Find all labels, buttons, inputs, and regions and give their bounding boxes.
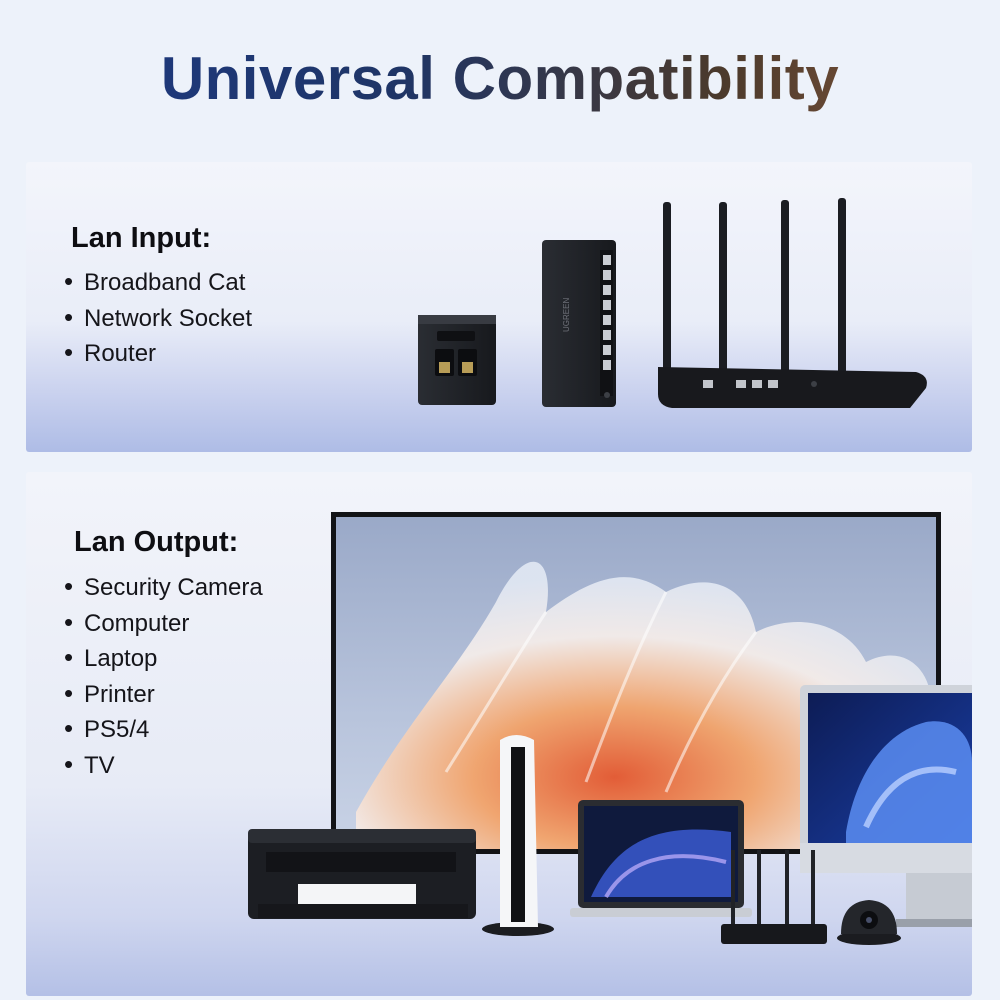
list-item: Broadband Cat [64,264,252,300]
lan-input-panel: Lan Input: Broadband Cat Network Socket … [26,162,972,452]
list-item: Computer [64,605,263,641]
tv-image [331,512,941,854]
lan-input-list: Broadband Cat Network Socket Router [64,264,252,371]
laptop-image [570,800,752,917]
list-item: PS5/4 [64,711,263,747]
list-item: TV [64,747,263,783]
list-item: Router [64,335,252,371]
lan-output-heading: Lan Output: [74,526,239,558]
lan-input-devices: UGREEN [418,198,927,408]
list-item: Printer [64,676,263,712]
list-item: Laptop [64,640,263,676]
page-title: Universal Compatibility [0,44,1000,113]
lan-output-devices [248,512,972,945]
list-item: Security Camera [64,569,263,605]
lan-output-list: Security Camera Computer Laptop Printer … [64,569,263,782]
small-router-image [721,850,827,944]
computer-image [800,685,972,927]
network-socket-image [418,315,496,405]
brand-label: UGREEN [562,298,571,332]
router-image [658,198,927,408]
printer-image [248,829,476,919]
ps5-image [482,735,554,936]
lan-output-panel: Lan Output: Security Camera Computer Lap… [26,472,972,996]
list-item: Network Socket [64,300,252,336]
network-switch-image: UGREEN [542,240,616,407]
lan-input-heading: Lan Input: [71,222,212,254]
security-camera-image [837,900,901,945]
